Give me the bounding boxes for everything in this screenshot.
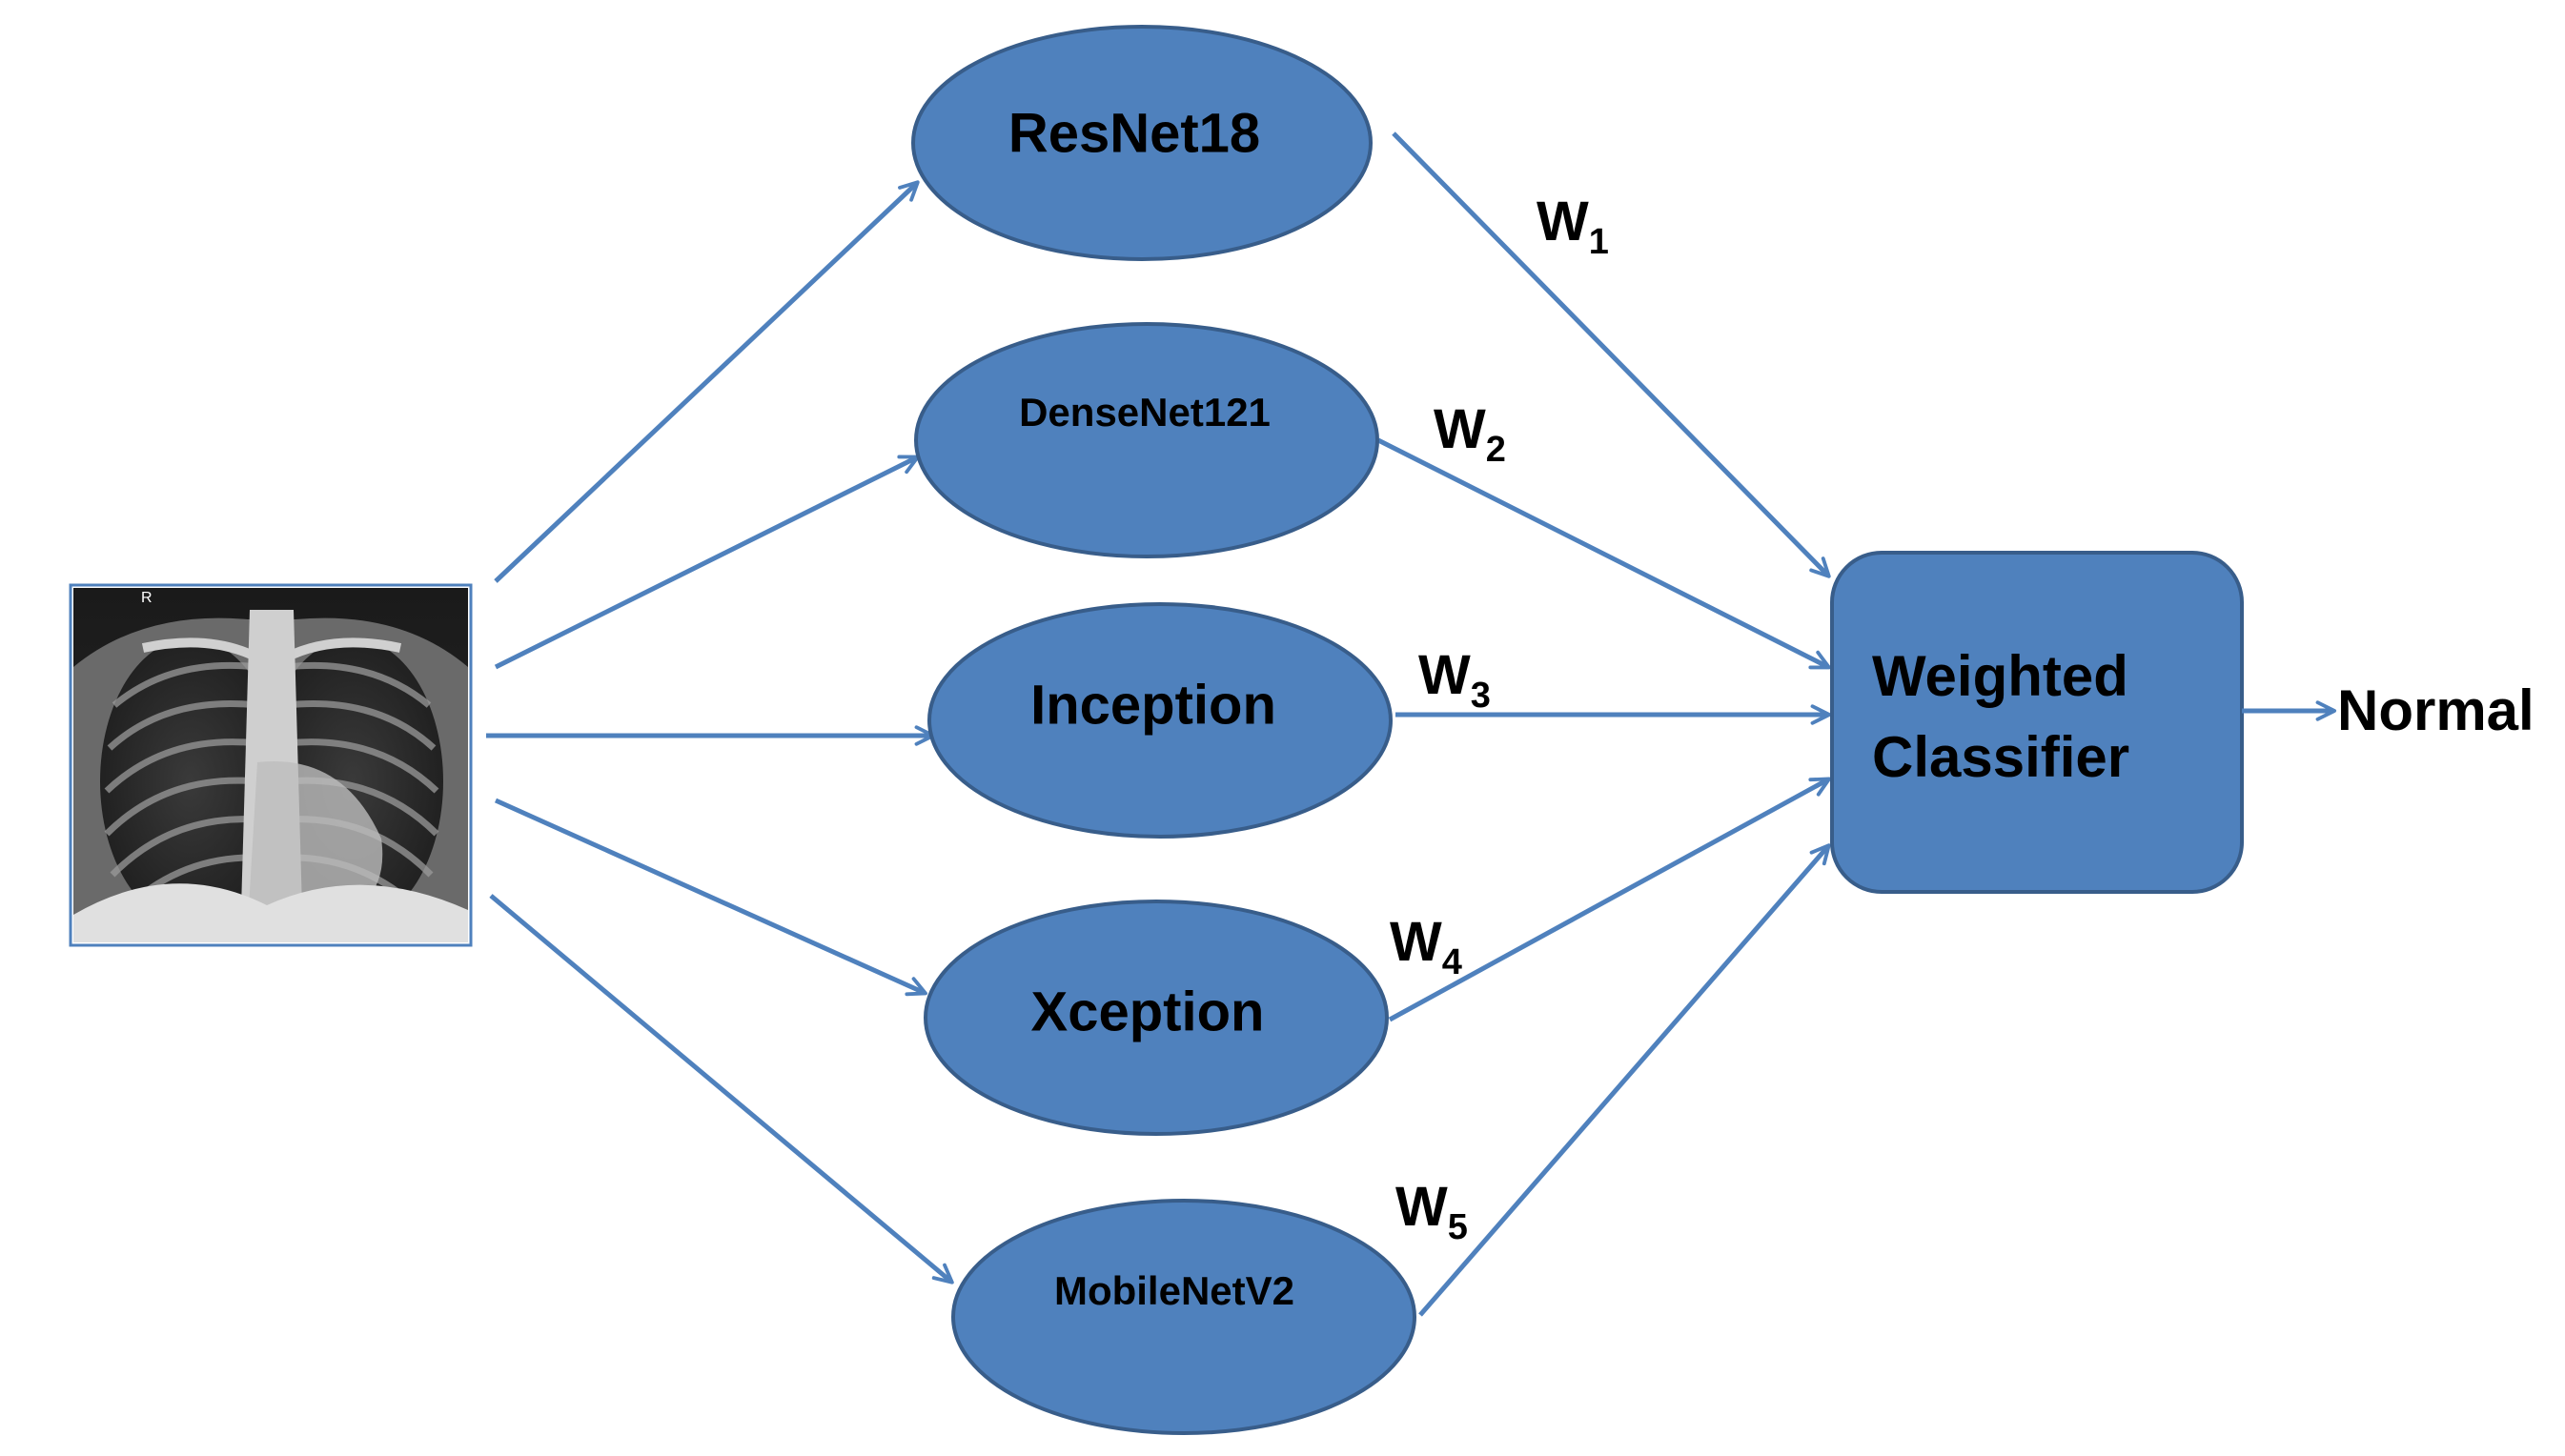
weight-label-3: W3 (1418, 644, 1491, 716)
input-arrows (486, 180, 954, 1284)
model-label-mobilenetv2: MobileNetV2 (1054, 1268, 1294, 1313)
weight-subscript-3: 3 (1471, 676, 1491, 716)
weight-symbol-3: W (1418, 644, 1471, 706)
arrow-to-mobilenetv2 (489, 894, 954, 1284)
xray-marker-label: R (141, 590, 153, 606)
model-mobilenetv2: MobileNetV2 (951, 1199, 1416, 1435)
arrow-to-xception (494, 798, 927, 997)
arrow-resnet18-to-classifier (1392, 131, 1831, 578)
model-densenet121: DenseNet121 (914, 322, 1379, 558)
output-label: Normal (2337, 678, 2534, 742)
arrow-densenet121-to-classifier (1376, 437, 1831, 670)
weight-label-4: W4 (1390, 911, 1462, 982)
weight-subscript-1: 1 (1589, 222, 1609, 262)
model-label-xception: Xception (1031, 981, 1265, 1042)
classifier-label-line1: Weighted (1872, 644, 2128, 708)
model-resnet18: ResNet18 (911, 25, 1373, 261)
arrow-xception-to-classifier (1388, 777, 1831, 1022)
weight-symbol-4: W (1390, 911, 1442, 973)
model-label-inception: Inception (1030, 674, 1276, 736)
model-label-densenet121: DenseNet121 (1019, 390, 1271, 435)
chest-xray-image: R (69, 583, 473, 947)
weight-label-1: W1 (1537, 191, 1609, 262)
weight-symbol-1: W (1537, 191, 1589, 253)
weighted-classifier-box: Weighted Classifier (1830, 551, 2244, 894)
arrow-to-resnet18 (494, 180, 920, 583)
weight-subscript-2: 2 (1486, 430, 1506, 470)
arrow-to-densenet121 (494, 455, 920, 670)
weight-symbol-5: W (1395, 1176, 1448, 1238)
weight-label-5: W5 (1395, 1176, 1468, 1247)
model-label-resnet18: ResNet18 (1008, 102, 1260, 164)
classifier-label-line2: Classifier (1872, 725, 2129, 789)
weight-label-2: W2 (1434, 398, 1506, 470)
arrow-mobilenetv2-to-classifier (1418, 843, 1831, 1317)
weighted-arrows (1376, 131, 1832, 1317)
weight-subscript-4: 4 (1442, 942, 1462, 982)
weight-labels: W1 W2 W3 W4 W5 (1390, 191, 1609, 1247)
weight-symbol-2: W (1434, 398, 1486, 460)
weight-subscript-5: 5 (1448, 1207, 1468, 1247)
model-inception: Inception (927, 602, 1393, 839)
model-xception: Xception (924, 900, 1389, 1136)
